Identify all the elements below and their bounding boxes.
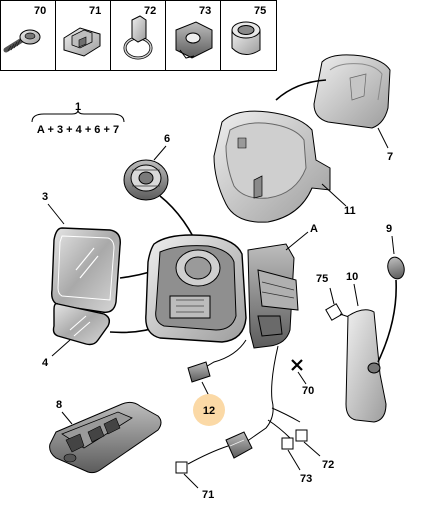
callout-72: 72	[322, 459, 334, 471]
leader-line	[51, 339, 71, 357]
callout-73: 73	[300, 473, 312, 485]
connector-12	[187, 361, 211, 383]
leader-line	[303, 441, 321, 457]
cable-tie-icon	[123, 15, 153, 60]
leader-line	[377, 127, 389, 149]
leader-line	[321, 183, 347, 207]
mirror-glass-part	[51, 227, 121, 313]
leader-line	[153, 145, 167, 161]
header-ref-71: 71	[89, 5, 101, 17]
leader-line	[275, 79, 327, 101]
leader-line	[47, 203, 65, 225]
lower-cover-part	[345, 309, 387, 423]
header-ref-75: 75	[254, 5, 266, 17]
callout-9: 9	[386, 223, 392, 235]
screw-marker-70	[291, 359, 303, 371]
wire-harness	[271, 407, 301, 423]
repeater-lamp-part	[387, 256, 405, 280]
mirror-shell-part	[213, 110, 331, 223]
part-12-highlight: 12	[193, 394, 225, 426]
callout-75: 75	[316, 273, 328, 285]
leader-line	[353, 283, 359, 307]
assembly-formula: A + 3 + 4 + 6 + 7	[37, 124, 119, 136]
callout-71: 71	[202, 489, 214, 501]
callout-12: 12	[203, 405, 215, 417]
header-ref-73: 73	[199, 5, 211, 17]
callout-7: 7	[387, 151, 393, 163]
leader-line	[61, 411, 73, 425]
cable-clip-icon	[175, 21, 213, 59]
leader-line	[287, 449, 301, 471]
header-ref-70: 70	[34, 5, 46, 17]
mirror-base-part	[145, 234, 247, 343]
mirror-bracket-part	[247, 243, 299, 349]
leader-line	[377, 279, 397, 363]
leader-line	[297, 371, 307, 385]
mirror-motor-part	[123, 159, 169, 201]
clip-icon	[63, 27, 101, 57]
assembly-ref: 1	[75, 101, 81, 113]
header-parts-row: 70 71 72 73 75	[0, 0, 277, 71]
assembly-label: 1 A + 3 + 4 + 6 + 7	[31, 101, 125, 136]
window-switch-panel-part	[49, 401, 162, 474]
callout-8: 8	[56, 399, 62, 411]
wire-harness	[203, 339, 247, 369]
brace	[31, 109, 125, 123]
leader-line	[391, 235, 395, 255]
marker-71	[175, 461, 188, 474]
wire-harness	[245, 345, 279, 443]
leader-line	[285, 231, 309, 251]
header-ref-72: 72	[144, 5, 156, 17]
callout-11: 11	[344, 205, 356, 217]
marker-72	[295, 429, 308, 442]
leader-line	[187, 445, 229, 465]
callout-70: 70	[302, 385, 314, 397]
grommet-icon	[231, 21, 261, 55]
lower-glass-part	[52, 302, 111, 346]
callout-10: 10	[346, 271, 358, 283]
callout-3: 3	[42, 191, 48, 203]
screw-icon	[3, 29, 41, 53]
callout-6: 6	[164, 133, 170, 145]
callout-4: 4	[42, 357, 49, 369]
leader-line	[183, 473, 199, 489]
leader-line	[329, 287, 335, 305]
mirror-cap-part	[313, 54, 391, 129]
marker-73	[281, 437, 294, 450]
leader-line	[119, 271, 151, 279]
callout-A: A	[310, 223, 318, 235]
highlight-badge	[193, 394, 225, 426]
harness-connector	[225, 431, 253, 459]
marker-75	[325, 303, 343, 321]
wire-harness	[267, 419, 291, 439]
